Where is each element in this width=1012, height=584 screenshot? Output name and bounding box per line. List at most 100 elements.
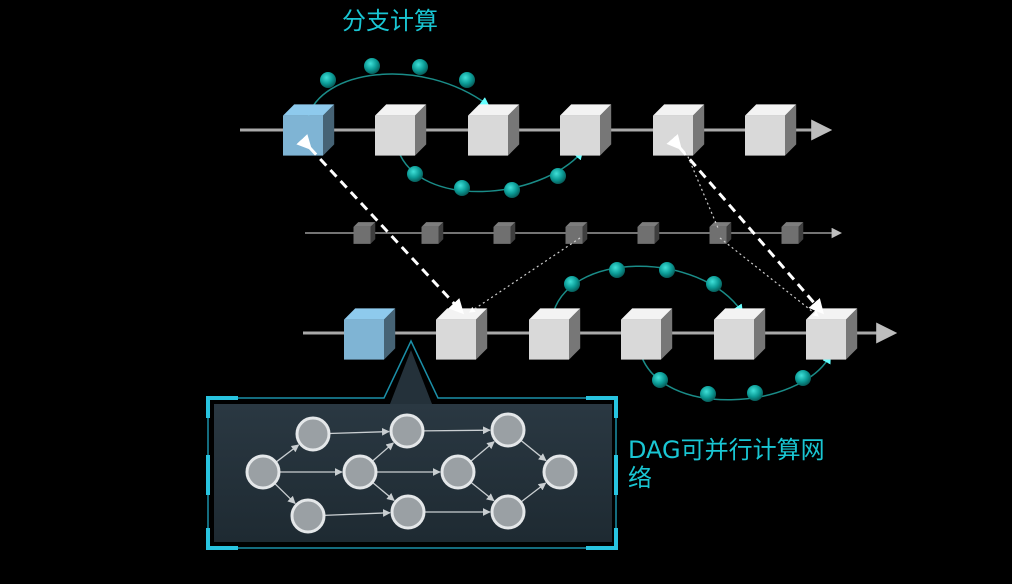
dotted-link-middle-to-bottom-right: [719, 237, 819, 317]
dag-edge-13: [520, 439, 547, 462]
bottom-upper-bead-2: [609, 262, 625, 278]
dag-edge-14: [520, 482, 547, 503]
top-chain-block-1-front: [283, 115, 323, 156]
dag-panel-corner-bottom-right: [586, 528, 618, 550]
bottom-chain-block-3-front: [529, 319, 569, 360]
middle-chain-block-4: [565, 222, 588, 244]
middle-chain-block-6: [709, 222, 732, 244]
top-chain-block-2: [375, 104, 427, 156]
top-upper-bead-1: [320, 72, 336, 88]
middle-chain-block-1: [353, 222, 376, 244]
bottom-chain-block-2-front: [436, 319, 476, 360]
top-lower-bead-1: [407, 166, 423, 182]
top-chain-block-2-top: [375, 104, 427, 116]
middle-chain-block-5: [637, 222, 660, 244]
bottom-upper-bead-4: [706, 276, 722, 292]
bottom-lower-bead-4: [795, 370, 811, 386]
top-chain-block-4-side: [600, 104, 612, 156]
dag-edge-3: [273, 482, 296, 504]
dag-panel-pointer: [390, 350, 432, 404]
top-chain-block-3: [468, 104, 520, 156]
top-chain-block-1: [283, 104, 335, 156]
dag-node-2: [295, 416, 331, 452]
bottom-chain-block-6-side: [846, 308, 858, 360]
bottom-lower-branch-arc: [639, 351, 831, 401]
middle-chain-block-7: [781, 222, 804, 244]
bottom-upper-bead-1: [564, 276, 580, 292]
top-chain-block-3-side: [508, 104, 520, 156]
dag-panel-corner-top-left: [206, 396, 238, 418]
dag-node-10: [542, 454, 578, 490]
top-chain-block-5: [653, 104, 705, 156]
bottom-chain-block-1-front: [344, 319, 384, 360]
top-upper-bead-4: [459, 72, 475, 88]
top-chain-block-1-top: [283, 104, 335, 116]
middle-chain-block-2-front: [421, 226, 439, 244]
bottom-chain-block-3: [529, 308, 581, 360]
dag-edge-6: [371, 442, 395, 462]
dag-node-6: [390, 494, 426, 530]
dag-edge-5: [323, 509, 391, 517]
dag-node-5: [389, 413, 425, 449]
bottom-chain-block-5: [714, 308, 766, 360]
top-chain-block-3-top: [468, 104, 520, 116]
dag-node-7: [440, 454, 476, 490]
dotted-link-top-to-middle: [685, 151, 719, 229]
dag-node-4: [342, 454, 378, 490]
dag-panel: [206, 339, 618, 550]
dag-edge-12: [470, 481, 495, 502]
middle-chain-block-5-top: [637, 222, 660, 227]
dag-node-9: [490, 494, 526, 530]
bottom-lower-bead-3: [747, 385, 763, 401]
top-lower-bead-4: [550, 168, 566, 184]
bottom-chain-block-1: [344, 308, 396, 360]
dag-panel-corner-top-right: [586, 396, 618, 418]
dag-node-3: [290, 498, 326, 534]
dashed-link-top-left-to-bottom: [296, 134, 465, 315]
bottom-chain-block-6-front: [806, 319, 846, 360]
middle-chain-block-7-front: [781, 226, 799, 244]
middle-chain-block-5-front: [637, 226, 655, 244]
branch-computing-title: 分支计算: [342, 7, 438, 35]
top-chain-block-6: [745, 104, 797, 156]
top-chain-block-4: [560, 104, 612, 156]
bottom-chain-block-4-top: [621, 308, 673, 320]
middle-chain-block-4-side: [582, 222, 588, 244]
bottom-chain-block-2: [436, 308, 488, 360]
bottom-chain-block-6: [806, 308, 858, 360]
top-chain-block-6-front: [745, 115, 785, 156]
top-lower-bead-2: [454, 180, 470, 196]
bottom-upper-bead-3: [659, 262, 675, 278]
top-chain-block-4-front: [560, 115, 600, 156]
bottom-lower-bead-1: [652, 372, 668, 388]
dag-node-1: [245, 454, 281, 490]
dag-panel-outline: [207, 339, 617, 549]
top-chain-block-3-front: [468, 115, 508, 156]
dag-panel-corner-bottom-left: [206, 528, 238, 550]
top-chain-block-5-front: [653, 115, 693, 156]
middle-chain-block-4-front: [565, 226, 583, 244]
dag-parallel-network-caption: DAG可并行计算网 络: [628, 436, 825, 492]
bottom-chain-block-1-side: [384, 308, 396, 360]
middle-chain-block-3: [493, 222, 516, 244]
top-chain-block-5-top: [653, 104, 705, 116]
middle-chain-block-3-side: [510, 222, 516, 244]
bottom-chain-block-4-front: [621, 319, 661, 360]
bottom-chain-block-3-side: [569, 308, 581, 360]
dag-edge-11: [469, 441, 495, 463]
middle-chain-block-4-top: [565, 222, 588, 227]
dag-edge-4: [328, 427, 390, 436]
bottom-chain-block-2-side: [476, 308, 488, 360]
top-chain-block-6-top: [745, 104, 797, 116]
middle-chain-block-3-top: [493, 222, 516, 227]
top-upper-bead-3: [412, 59, 428, 75]
middle-chain-block-3-front: [493, 226, 511, 244]
bottom-chain-block-4-side: [661, 308, 673, 360]
bottom-chain-block-3-top: [529, 308, 581, 320]
top-chain-block-2-front: [375, 115, 415, 156]
dashed-link-top-right-to-bottom: [666, 134, 824, 315]
top-lower-bead-3: [504, 182, 520, 198]
top-upper-bead-2: [364, 58, 380, 74]
